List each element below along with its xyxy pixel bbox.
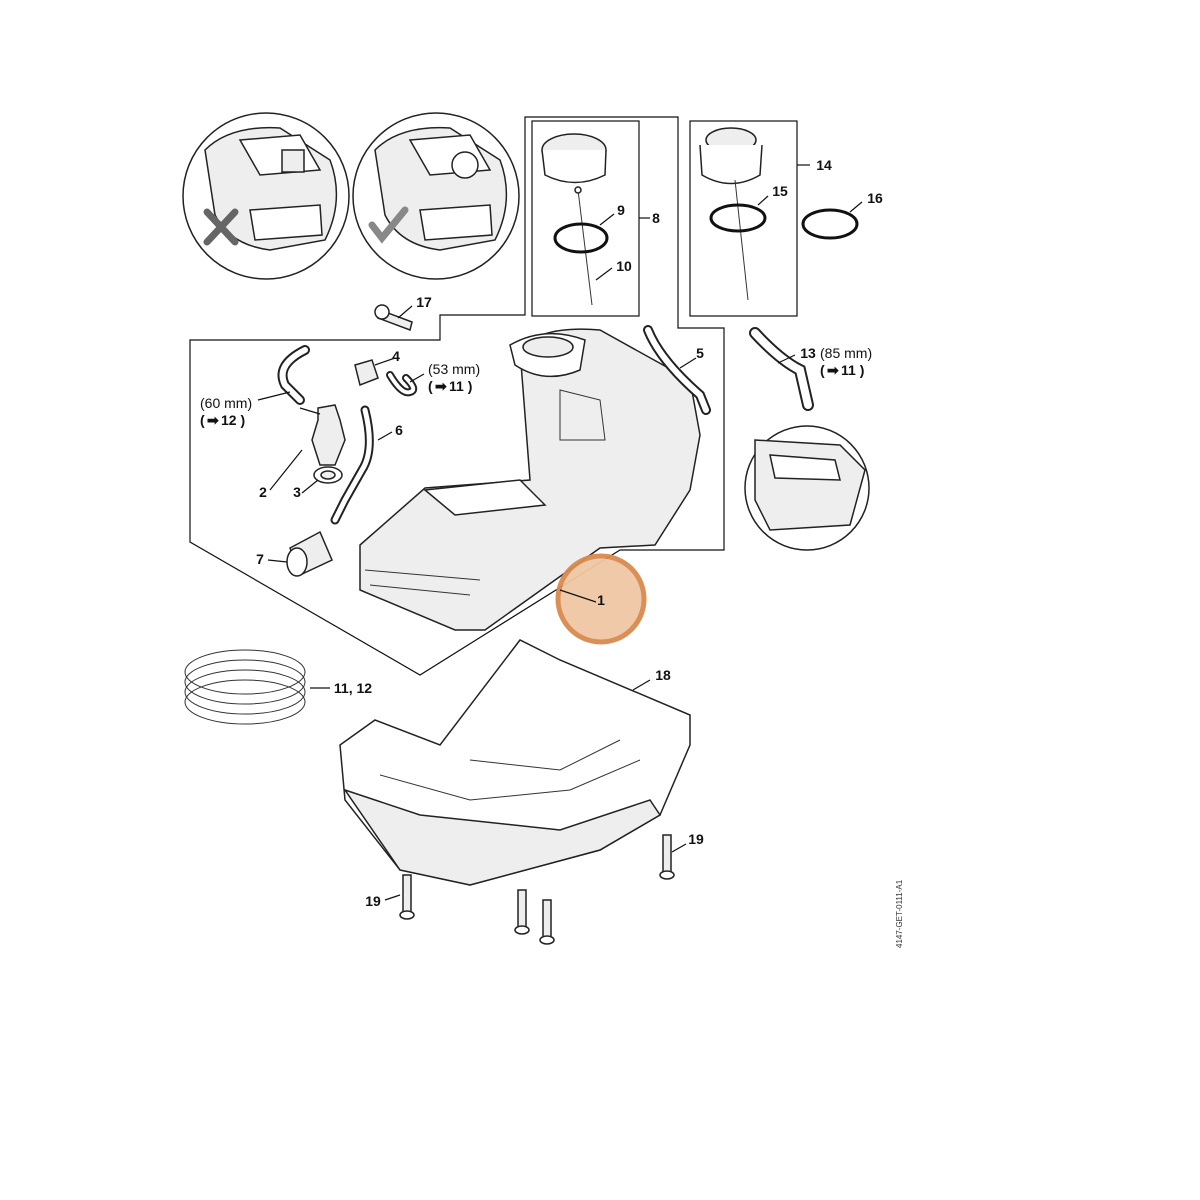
note-ref-11a: 11 ) [449, 378, 472, 394]
callout-8[interactable]: 8 [652, 210, 660, 226]
note-ref-12: 12 ) [221, 412, 245, 428]
callout-19-right[interactable]: 19 [688, 831, 704, 847]
hose-5 [643, 325, 711, 415]
screw-17 [374, 304, 413, 331]
hose-13 [749, 327, 814, 411]
callout-15[interactable]: 15 [772, 183, 788, 199]
note-hose-60: (60 mm) [200, 395, 252, 411]
fuel-hose-left [257, 345, 310, 405]
callout-19-left[interactable]: 19 [365, 893, 381, 909]
housing-shell-18 [339, 639, 691, 886]
assembly-frame [189, 116, 725, 676]
fuel-filter-7 [267, 530, 333, 577]
callout-6[interactable]: 6 [395, 422, 403, 438]
arrow-icon-11a: ➡ [435, 378, 447, 394]
valve-2 [269, 404, 346, 491]
callout-10[interactable]: 10 [616, 258, 632, 274]
hose-coil [184, 649, 330, 725]
detail-circle-tank-bottom [744, 425, 870, 551]
correct-check-icon [368, 206, 409, 244]
incorrect-x-icon [203, 208, 239, 246]
fuel-line-6 [330, 405, 393, 525]
callout-16[interactable]: 16 [867, 190, 883, 206]
callout-3[interactable]: 3 [293, 484, 301, 500]
detail-circle-correct [352, 112, 520, 280]
fitting-4 [354, 357, 396, 387]
note-ref-11b-paren: ( [820, 362, 825, 378]
callout-4[interactable]: 4 [392, 348, 400, 364]
note-ref-11b: 11 ) [841, 362, 864, 378]
grommet-3 [301, 466, 343, 494]
arrow-icon-11b: ➡ [827, 362, 839, 378]
callout-2[interactable]: 2 [259, 484, 267, 500]
callout-17[interactable]: 17 [416, 294, 432, 310]
cap-assembly-8 [531, 120, 650, 317]
note-ref-12-paren: ( [200, 412, 205, 428]
detail-circle-incorrect [182, 112, 350, 280]
callout-9[interactable]: 9 [617, 202, 625, 218]
short-hose-53 [386, 371, 425, 397]
callout-14[interactable]: 14 [816, 157, 832, 173]
note-hose-53: (53 mm) [428, 361, 480, 377]
callout-5[interactable]: 5 [696, 345, 704, 361]
callout-13[interactable]: 13 [800, 345, 816, 361]
note-ref-11a-paren: ( [428, 378, 433, 394]
note-hose-85: (85 mm) [820, 345, 872, 361]
highlight-part-1[interactable] [555, 553, 647, 645]
fuel-tank [359, 328, 701, 631]
callout-7[interactable]: 7 [256, 551, 264, 567]
callout-11-12[interactable]: 11, 12 [334, 680, 372, 696]
screws-19 [384, 834, 687, 945]
callout-1[interactable]: 1 [597, 592, 605, 608]
cap-assembly-14 [689, 120, 863, 317]
arrow-icon-12: ➡ [207, 412, 219, 428]
callout-18[interactable]: 18 [655, 667, 671, 683]
figure-code: 4147-GET-0111-A1 [895, 879, 904, 948]
